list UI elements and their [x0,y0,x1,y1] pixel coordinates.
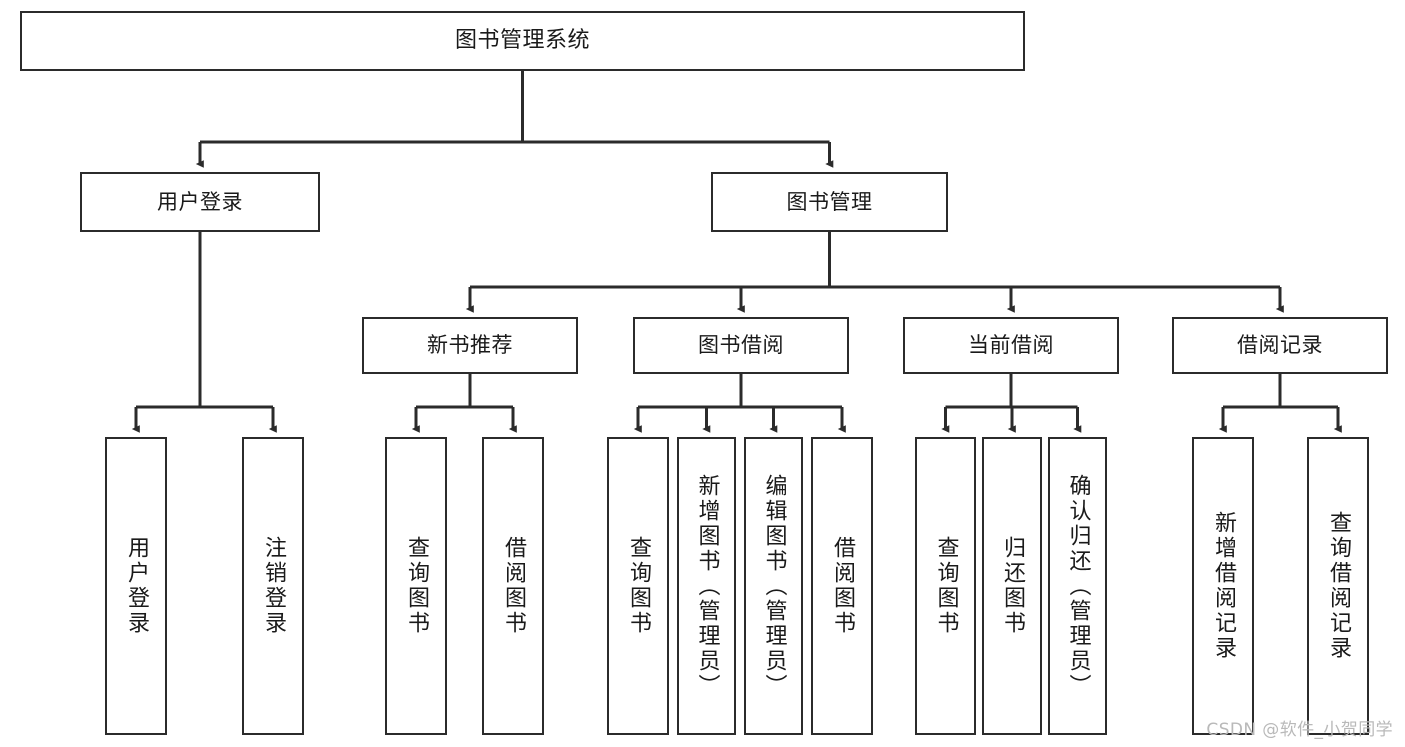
node-leaf-return-book-label: 归还图书 [999,536,1025,636]
node-leaf-user-login-label: 用户登录 [123,536,149,636]
node-root[interactable]: 图书管理系统 [20,11,1025,71]
node-leaf-query-book-current[interactable]: 查询图书 [915,437,976,735]
node-leaf-return-book[interactable]: 归还图书 [982,437,1042,735]
node-current-borrow-label: 当前借阅 [968,333,1054,358]
node-leaf-user-logout-label: 注销登录 [260,536,286,636]
node-book-borrow-label: 图书借阅 [698,333,784,358]
node-leaf-borrow-book-rec-label: 借阅图书 [500,536,526,636]
node-leaf-add-book-admin-label: 新增图书（管理员） [694,473,720,699]
node-leaf-query-borrow-record-label: 查询借阅记录 [1325,511,1351,661]
node-new-book-recommend[interactable]: 新书推荐 [362,317,578,374]
node-leaf-query-book-rec-label: 查询图书 [403,536,429,636]
node-current-borrow[interactable]: 当前借阅 [903,317,1119,374]
node-leaf-query-book-borrow[interactable]: 查询图书 [607,437,669,735]
node-leaf-confirm-return-admin-label: 确认归还（管理员） [1065,473,1091,699]
node-leaf-query-book-current-label: 查询图书 [933,536,959,636]
watermark-text: CSDN @软件_小贺同学 [1206,720,1393,740]
node-book-management-label: 图书管理 [786,189,873,214]
node-leaf-edit-book-admin[interactable]: 编辑图书（管理员） [744,437,803,735]
node-book-management[interactable]: 图书管理 [711,172,948,232]
node-borrow-record[interactable]: 借阅记录 [1172,317,1388,374]
node-user-login[interactable]: 用户登录 [80,172,320,232]
node-leaf-borrow-book-rec[interactable]: 借阅图书 [482,437,544,735]
node-leaf-add-borrow-record-label: 新增借阅记录 [1210,511,1236,661]
node-leaf-query-borrow-record[interactable]: 查询借阅记录 [1307,437,1369,735]
node-borrow-record-label: 借阅记录 [1237,333,1323,358]
node-leaf-borrow-book[interactable]: 借阅图书 [811,437,873,735]
node-leaf-borrow-book-label: 借阅图书 [829,536,855,636]
node-root-label: 图书管理系统 [454,28,590,54]
node-leaf-confirm-return-admin[interactable]: 确认归还（管理员） [1048,437,1107,735]
node-leaf-edit-book-admin-label: 编辑图书（管理员） [761,473,787,699]
node-leaf-query-book-borrow-label: 查询图书 [625,536,651,636]
node-leaf-add-borrow-record[interactable]: 新增借阅记录 [1192,437,1254,735]
node-book-borrow[interactable]: 图书借阅 [633,317,849,374]
node-new-book-recommend-label: 新书推荐 [427,333,513,358]
node-leaf-query-book-rec[interactable]: 查询图书 [385,437,447,735]
node-leaf-user-logout[interactable]: 注销登录 [242,437,304,735]
node-leaf-user-login[interactable]: 用户登录 [105,437,167,735]
node-user-login-label: 用户登录 [157,189,243,214]
node-leaf-add-book-admin[interactable]: 新增图书（管理员） [677,437,736,735]
